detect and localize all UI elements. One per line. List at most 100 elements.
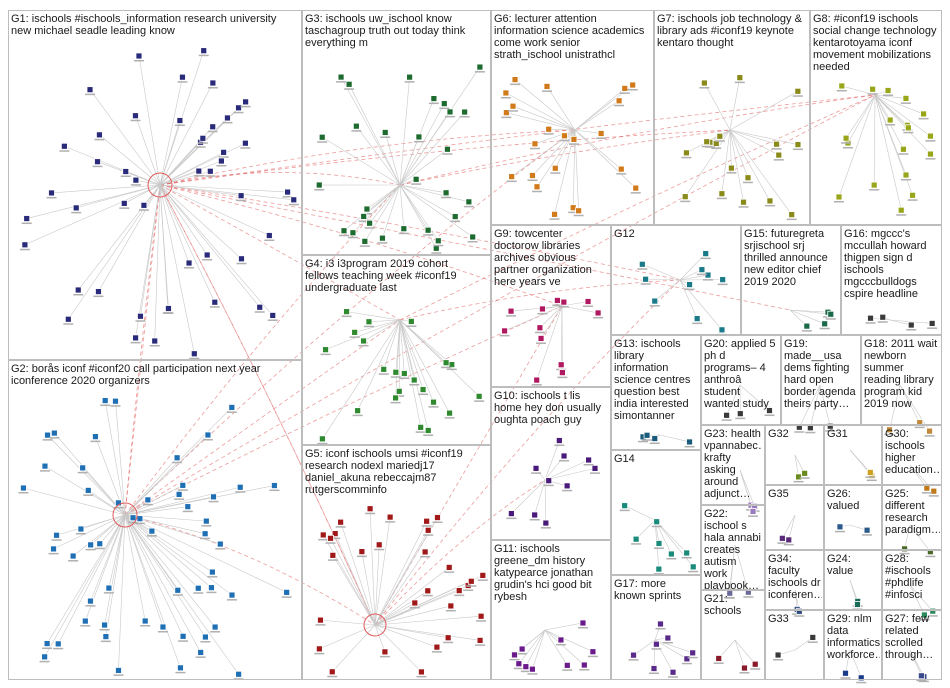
node-g3-25[interactable] bbox=[430, 95, 438, 102]
node-g3-12[interactable] bbox=[363, 205, 371, 213]
node-g2-14[interactable] bbox=[87, 541, 95, 549]
node-g6-14[interactable] bbox=[575, 207, 583, 215]
node-g5-0[interactable] bbox=[319, 531, 327, 539]
node-g8-11[interactable] bbox=[902, 95, 910, 102]
node-g5-15[interactable] bbox=[386, 513, 394, 521]
node-g6-2[interactable] bbox=[508, 173, 516, 180]
node-g5-22[interactable] bbox=[381, 648, 389, 656]
node-g1-32[interactable] bbox=[96, 131, 103, 139]
node-g9-7[interactable] bbox=[560, 298, 568, 306]
node-g1-45[interactable] bbox=[238, 255, 245, 263]
node-g1-30[interactable] bbox=[86, 86, 94, 94]
node-g2-26[interactable] bbox=[159, 623, 167, 631]
node-g1-16[interactable] bbox=[60, 142, 68, 150]
node-g3-5[interactable] bbox=[476, 63, 484, 71]
node-g9-9[interactable] bbox=[507, 307, 515, 315]
node-g21-0[interactable] bbox=[741, 664, 748, 672]
node-g1-39[interactable] bbox=[199, 134, 207, 142]
node-g14-7[interactable] bbox=[689, 563, 697, 571]
node-g4-10[interactable] bbox=[410, 376, 418, 384]
node-g3-7[interactable] bbox=[340, 227, 348, 235]
node-g1-40[interactable] bbox=[151, 337, 159, 345]
node-g2-37[interactable] bbox=[271, 482, 278, 489]
node-g2-11[interactable] bbox=[235, 670, 243, 678]
node-g1-5[interactable] bbox=[220, 148, 228, 156]
node-g2-41[interactable] bbox=[177, 664, 184, 672]
node-g11-9[interactable] bbox=[529, 665, 536, 673]
node-g23-2[interactable] bbox=[749, 508, 757, 515]
node-g1-11[interactable] bbox=[217, 157, 225, 165]
node-g5-2[interactable] bbox=[366, 505, 374, 513]
node-g2-43[interactable] bbox=[101, 621, 108, 629]
node-g7-0[interactable] bbox=[728, 164, 735, 172]
node-g4-14[interactable] bbox=[351, 328, 359, 336]
node-g2-39[interactable] bbox=[115, 667, 122, 674]
node-g6-4[interactable] bbox=[502, 89, 510, 97]
node-g7-15[interactable] bbox=[703, 138, 711, 146]
node-g2-8[interactable] bbox=[129, 514, 137, 522]
node-g7-12[interactable] bbox=[788, 211, 796, 219]
node-g7-5[interactable] bbox=[683, 149, 690, 157]
node-g5-16[interactable] bbox=[467, 577, 475, 585]
node-g11-1[interactable] bbox=[580, 661, 588, 669]
node-g3-1[interactable] bbox=[415, 133, 423, 141]
node-g6-12[interactable] bbox=[511, 76, 519, 83]
node-g2-50[interactable] bbox=[144, 496, 152, 504]
node-g2-25[interactable] bbox=[283, 588, 291, 596]
node-g8-7[interactable] bbox=[900, 145, 907, 153]
node-g2-7[interactable] bbox=[81, 617, 89, 625]
node-g11-6[interactable] bbox=[557, 636, 565, 644]
node-g12-6[interactable] bbox=[719, 276, 727, 284]
node-g1-31[interactable] bbox=[200, 47, 208, 55]
node-g2-29[interactable] bbox=[54, 640, 62, 648]
node-g12-7[interactable] bbox=[698, 266, 706, 274]
node-g5-25[interactable] bbox=[411, 599, 419, 607]
node-g14-1[interactable] bbox=[655, 540, 663, 547]
node-g1-4[interactable] bbox=[211, 298, 219, 306]
node-g2-21[interactable] bbox=[105, 584, 113, 592]
node-g14-4[interactable] bbox=[683, 549, 691, 557]
node-g3-18[interactable] bbox=[434, 237, 442, 245]
node-g11-2[interactable] bbox=[563, 661, 571, 669]
node-g4-3[interactable] bbox=[343, 308, 350, 316]
node-g25-1[interactable] bbox=[901, 545, 908, 553]
node-g26-0[interactable] bbox=[836, 523, 844, 531]
node-g2-5[interactable] bbox=[141, 617, 149, 625]
node-g11-3[interactable] bbox=[515, 660, 523, 668]
node-g9-8[interactable] bbox=[536, 324, 544, 332]
node-g3-22[interactable] bbox=[446, 108, 454, 116]
node-g2-47[interactable] bbox=[92, 433, 99, 441]
node-g10-7[interactable] bbox=[555, 437, 563, 444]
node-g3-10[interactable] bbox=[444, 145, 451, 153]
node-g10-9[interactable] bbox=[585, 456, 593, 464]
node-g5-29[interactable] bbox=[329, 551, 337, 559]
node-g1-47[interactable] bbox=[290, 196, 298, 204]
node-g1-36[interactable] bbox=[185, 259, 193, 267]
node-g8-17[interactable] bbox=[884, 87, 892, 94]
node-g16-0[interactable] bbox=[879, 313, 887, 321]
node-g4-1[interactable] bbox=[322, 346, 329, 354]
node-g2-38[interactable] bbox=[43, 640, 51, 647]
node-g2-6[interactable] bbox=[102, 633, 110, 640]
node-g2-46[interactable] bbox=[208, 584, 215, 592]
node-g2-18[interactable] bbox=[204, 431, 212, 439]
node-g20-2[interactable] bbox=[766, 407, 773, 414]
node-g12-8[interactable] bbox=[651, 297, 659, 305]
node-g7-10[interactable] bbox=[716, 132, 724, 140]
node-g6-20[interactable] bbox=[551, 164, 559, 172]
node-g30-0[interactable] bbox=[930, 487, 938, 495]
node-g1-7[interactable] bbox=[176, 117, 184, 124]
node-g17-3[interactable] bbox=[683, 655, 691, 663]
node-g2-28[interactable] bbox=[148, 527, 156, 535]
node-g2-4[interactable] bbox=[41, 462, 49, 470]
node-g15-2[interactable] bbox=[803, 322, 811, 330]
node-g2-1[interactable] bbox=[202, 633, 209, 641]
node-g5-12[interactable] bbox=[317, 616, 324, 624]
node-g34-1[interactable] bbox=[795, 607, 803, 615]
node-g1-42[interactable] bbox=[265, 232, 273, 239]
node-g2-24[interactable] bbox=[50, 545, 57, 553]
node-g1-9[interactable] bbox=[256, 303, 264, 311]
node-g14-5[interactable] bbox=[632, 535, 640, 543]
node-g5-26[interactable] bbox=[423, 517, 431, 525]
node-g2-35[interactable] bbox=[210, 493, 217, 501]
